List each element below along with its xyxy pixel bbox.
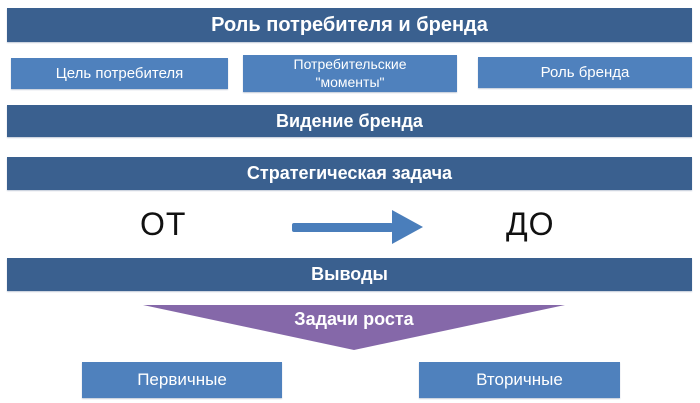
- bar-brand-vision: Видение бренда: [7, 105, 692, 137]
- header-bar-role: Роль потребителя и бренда: [7, 8, 692, 42]
- right-arrow-icon: [292, 223, 393, 232]
- right-arrow-head-icon: [392, 210, 423, 244]
- from-label: ОТ: [140, 206, 187, 242]
- box-consumer-goal: Цель потребителя: [11, 58, 228, 89]
- box-secondary-label: Вторичные: [476, 370, 563, 389]
- box-consumer-goal-label: Цель потребителя: [55, 65, 184, 82]
- header-bar-role-label: Роль потребителя и бренда: [211, 13, 488, 36]
- box-consumer-moments: Потребительские "моменты": [243, 55, 457, 92]
- bar-strategic-task-label: Стратегическая задача: [246, 163, 453, 183]
- box-secondary: Вторичные: [419, 362, 620, 398]
- to-label: ДО: [506, 206, 555, 242]
- bar-conclusions-label: Выводы: [311, 264, 388, 284]
- box-consumer-moments-label: Потребительские "моменты": [293, 56, 407, 90]
- box-primary: Первичные: [82, 362, 282, 398]
- box-brand-role-label: Роль бренда: [540, 64, 630, 81]
- bar-strategic-task: Стратегическая задача: [7, 157, 692, 190]
- bar-conclusions: Выводы: [7, 258, 692, 291]
- growth-tasks-label: Задачи роста: [294, 309, 414, 329]
- box-brand-role: Роль бренда: [478, 57, 692, 88]
- box-primary-label: Первичные: [137, 370, 227, 389]
- growth-triangle-icon: [143, 305, 565, 350]
- bar-brand-vision-label: Видение бренда: [276, 110, 423, 131]
